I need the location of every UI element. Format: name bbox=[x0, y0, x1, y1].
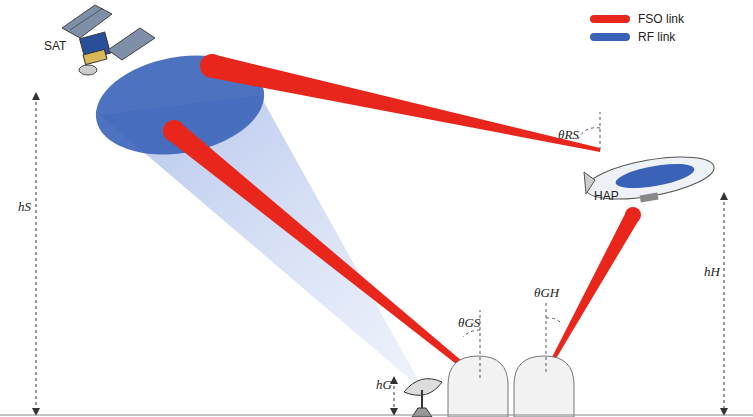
legend-swatch bbox=[590, 15, 630, 23]
legend-row: FSO link bbox=[590, 12, 684, 26]
height-label: hG bbox=[376, 378, 392, 391]
ground-station bbox=[404, 356, 574, 417]
height-label: hH bbox=[704, 265, 720, 278]
fso-beam-hap-ground bbox=[545, 207, 641, 372]
fso-beam-sat-hap bbox=[200, 54, 600, 152]
angle-reference bbox=[463, 112, 600, 378]
angle-label: θGS bbox=[458, 316, 480, 329]
legend-text: RF link bbox=[638, 30, 675, 44]
hap-label: HAP bbox=[594, 190, 619, 202]
legend-row: RF link bbox=[590, 30, 675, 44]
hap-airship bbox=[583, 149, 717, 207]
angle-label: θGH bbox=[534, 286, 559, 299]
angle-label: θRS bbox=[558, 128, 579, 141]
legend-text: FSO link bbox=[638, 12, 684, 26]
legend-swatch bbox=[590, 33, 630, 41]
height-dimension bbox=[36, 96, 724, 412]
satellite-label: SAT bbox=[44, 40, 66, 52]
fso-beam-sat-ground bbox=[163, 120, 482, 381]
ground-line bbox=[0, 415, 753, 416]
satellite-icon bbox=[62, 5, 155, 75]
height-label: hS bbox=[18, 200, 31, 213]
